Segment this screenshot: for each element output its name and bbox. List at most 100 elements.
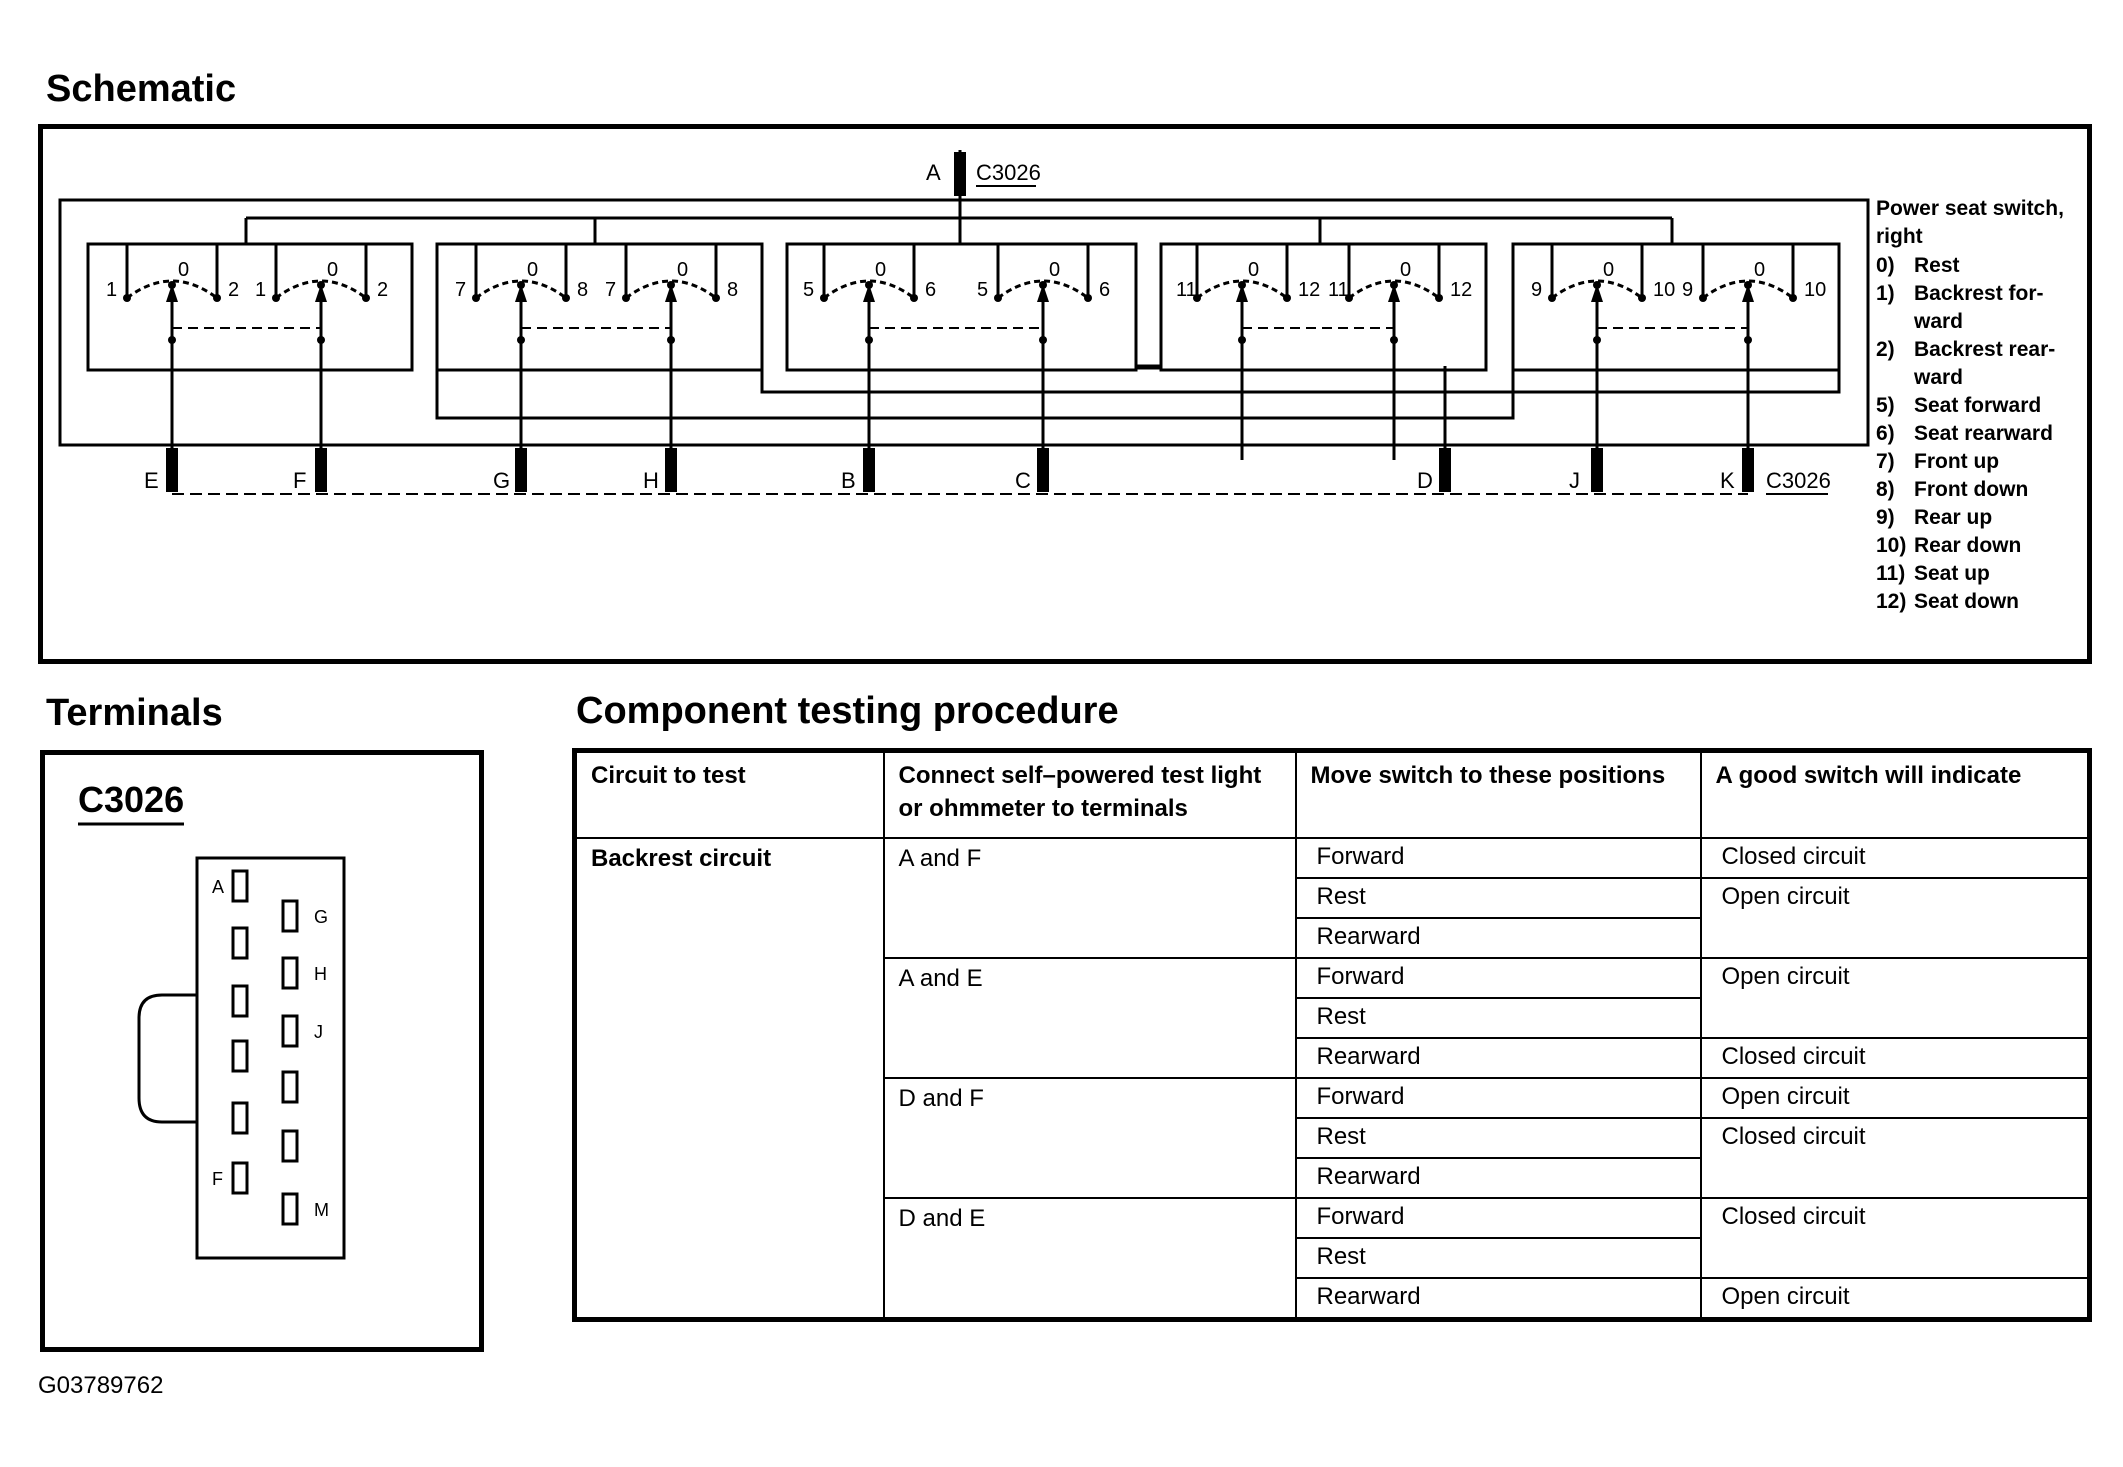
- terminal-pin-label: J: [314, 1022, 323, 1042]
- table-row: Rest: [575, 997, 2090, 1039]
- connector-top-name: C3026: [976, 160, 1041, 185]
- switch-right-label: 6: [925, 279, 936, 301]
- result-cell: Closed circuit: [1699, 1037, 2091, 1079]
- terminal-pin-label: G: [314, 907, 328, 927]
- switch-element: 102: [255, 244, 388, 460]
- connector-bottom-pin: F: [293, 468, 306, 493]
- result-cell: Open circuit: [1699, 877, 2091, 959]
- terminals-cell: A and E: [882, 957, 1297, 1079]
- table-row: Rearward: [575, 1157, 2090, 1199]
- connector-bottom-plug: [515, 448, 527, 492]
- position-cell: Rearward: [1294, 1277, 1702, 1321]
- connector-bottom-pin: H: [643, 468, 659, 493]
- connector-bottom-plug: [315, 448, 327, 492]
- legend-item-number: 10): [1876, 534, 1907, 557]
- legend-item: 11)Seat up: [1876, 560, 2091, 588]
- connector-bottom-pin: C: [1015, 468, 1031, 493]
- switch-center-label: 0: [178, 259, 189, 281]
- result-cell: Closed circuit: [1699, 837, 2091, 879]
- terminals-cell: D and F: [882, 1077, 1297, 1199]
- legend-item: 8) Front down: [1876, 476, 2091, 504]
- terminal-pin: [231, 869, 249, 903]
- connector-bottom-name: C3026: [1766, 468, 1831, 493]
- switch-right-label: 12: [1450, 279, 1472, 301]
- schematic-frame: [38, 124, 2092, 664]
- connector-bottom-plug: [166, 448, 178, 492]
- switch-center-label: 0: [1248, 259, 1259, 281]
- connector-bottom-pin: G: [493, 468, 510, 493]
- switch-right-label: 2: [228, 279, 239, 301]
- legend-item-text: Backrest for-ward: [1914, 282, 2044, 333]
- terminal-pin: [281, 899, 299, 933]
- switch-center-label: 0: [527, 259, 538, 281]
- switch-element: 1 0 2: [106, 244, 239, 460]
- switch-left-label: 1: [255, 279, 266, 301]
- schematic-title: Schematic: [46, 68, 237, 110]
- legend-item-text: Front up: [1914, 450, 2000, 473]
- switch-center-label: 0: [1400, 259, 1411, 281]
- position-cell: Forward: [1294, 1077, 1702, 1119]
- legend-item-text: Front down: [1914, 478, 2029, 501]
- legend-item: 9)Rear up: [1876, 504, 2091, 532]
- legend-item: 7)Front up: [1876, 448, 2091, 476]
- terminal-pin: [281, 1129, 299, 1163]
- connector-bottom-plug: [1742, 448, 1754, 492]
- legend-item: 0)Rest: [1876, 252, 2091, 280]
- legend-item-number: 9): [1876, 506, 1895, 529]
- terminals-cell: D and E: [882, 1197, 1297, 1321]
- position-cell: Forward: [1294, 957, 1702, 999]
- switch-center-label: 0: [1049, 259, 1060, 281]
- legend-item: 6)Seat rearward: [1876, 420, 2091, 448]
- terminal-pin-label: M: [314, 1200, 329, 1220]
- position-cell: Rest: [1294, 877, 1702, 919]
- switch-right-label: 12: [1298, 279, 1320, 301]
- switch-right-label: 10: [1804, 279, 1826, 301]
- switch-right-label: 10: [1653, 279, 1675, 301]
- legend-item-number: 6): [1876, 422, 1895, 445]
- terminals-title: Terminals: [46, 692, 223, 734]
- legend-item-text: Seat forward: [1914, 394, 2042, 417]
- legend-item-number: 11): [1876, 562, 1906, 585]
- position-cell: Forward: [1294, 837, 1702, 879]
- result-cell: Open circuit: [1699, 1077, 2091, 1119]
- switch-left-label: 5: [977, 279, 988, 301]
- terminal-pin: [231, 1039, 249, 1073]
- legend-item-text: Backrest rear-ward: [1914, 338, 2056, 389]
- terminal-pin: [281, 956, 299, 990]
- connector-bottom-plug: [1591, 448, 1603, 492]
- switch-center-label: 0: [1754, 259, 1765, 281]
- position-cell: Rest: [1294, 1117, 1702, 1159]
- result-cell: Open circuit: [1699, 957, 2091, 1039]
- legend-item: 1) Backrest for-ward: [1876, 280, 2091, 336]
- switch-left-label: 1: [106, 279, 117, 301]
- procedure-table: Circuit to test Connect self–powered tes…: [572, 748, 2092, 1322]
- legend-item-text: Rest: [1914, 254, 1960, 277]
- position-cell: Rest: [1294, 1237, 1702, 1279]
- legend-item-number: 12): [1876, 590, 1907, 613]
- switch-left-label: 5: [803, 279, 814, 301]
- connector-bottom-pin: J: [1569, 468, 1580, 493]
- switch-right-label: 8: [577, 279, 588, 301]
- legend-item-number: 8): [1876, 478, 1895, 501]
- circuit-cell: Backrest circuit: [573, 837, 885, 1320]
- connector-bottom-plug: [1439, 448, 1451, 492]
- header-circuit: Circuit to test: [573, 749, 885, 839]
- legend-item: 5)Seat forward: [1876, 392, 2091, 420]
- table-row: Rearward: [575, 917, 2090, 959]
- legend-item-text: Seat down: [1914, 590, 2020, 613]
- connector-bottom-pin: K: [1720, 468, 1735, 493]
- legend-item-number: 1): [1876, 282, 1895, 305]
- terminal-pin-label: A: [212, 877, 224, 897]
- switch-right-label: 6: [1099, 279, 1110, 301]
- terminal-pin: [231, 1101, 249, 1135]
